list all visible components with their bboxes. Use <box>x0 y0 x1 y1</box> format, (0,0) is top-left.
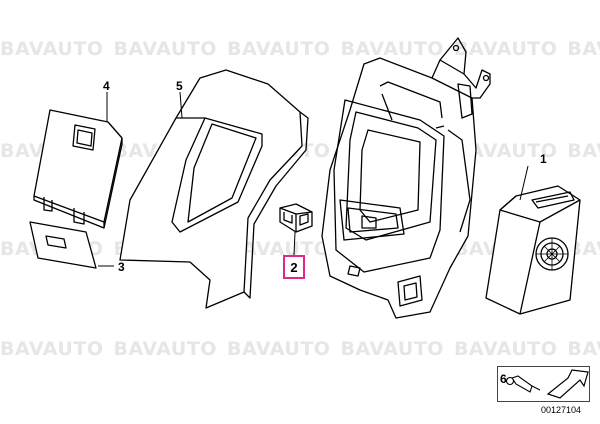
reference-box <box>497 366 590 402</box>
watermark-text: BAVAUTO <box>567 140 600 162</box>
watermark-text: BAVAUTO <box>567 338 600 360</box>
diagram-number: 00127104 <box>541 405 582 415</box>
watermark-text: BAVAUTO <box>340 38 444 60</box>
part-6-illustration[interactable] <box>505 375 541 393</box>
part-4-cover-panel[interactable] <box>33 109 123 229</box>
callout-part-1[interactable]: 1 <box>540 152 547 166</box>
watermark-text: BAVAUTO <box>0 38 104 60</box>
watermark-row: BAVAUTO BAVAUTO BAVAUTO BAVAUTO BAVAUTO BAVAU… <box>0 338 600 360</box>
callout-part-3[interactable]: 3 <box>118 260 125 274</box>
armrest-housing[interactable] <box>321 37 491 319</box>
callout-part-2-highlighted[interactable]: 2 <box>283 255 305 279</box>
watermark-text: BAVAUTO <box>567 38 600 60</box>
watermark-text: BAVAUTO <box>340 338 444 360</box>
callout-part-2-label: 2 <box>290 259 298 275</box>
watermark-text: BAVAUTO <box>453 140 558 162</box>
watermark-text: BAVAUTO <box>226 38 331 60</box>
part-1-fan-module[interactable] <box>485 185 581 315</box>
watermark-row: BAVAUTO BAVAUTO BAVAUTO BAVAUTO BAVAUTO BAVAU… <box>0 38 600 60</box>
watermark-text: BAVAUTO <box>0 338 104 360</box>
callout-part-6[interactable]: 6 <box>500 372 507 386</box>
watermark-text: BAVAUTO <box>453 38 558 60</box>
arrow-icon <box>546 369 589 399</box>
watermark-text: BAVAUTO <box>226 338 331 360</box>
part-3-cover-plate[interactable] <box>29 221 97 269</box>
watermark-text: BAVAUTO <box>113 338 217 360</box>
watermark-text: BAVAUTO <box>453 338 558 360</box>
callout-part-4[interactable]: 4 <box>103 79 110 93</box>
callout-part-5[interactable]: 5 <box>176 79 183 93</box>
watermark-text: BAVAUTO <box>113 38 217 60</box>
leader-lines <box>98 91 529 267</box>
part-2-clip[interactable] <box>279 203 313 233</box>
part-5-trim-panel[interactable] <box>119 69 309 309</box>
